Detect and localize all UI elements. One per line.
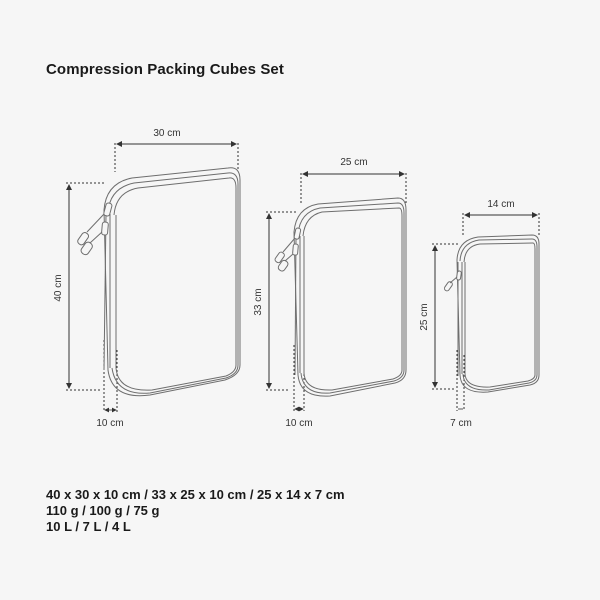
cube-small: 14 cm 25 cm 7 cm [419, 199, 540, 429]
height-dimension-large [66, 182, 106, 391]
height-dimension-small [432, 243, 460, 390]
width-dimension-large [114, 141, 239, 172]
width-label-medium: 25 cm [340, 157, 367, 168]
height-label-small: 25 cm [419, 303, 430, 330]
page-title: Compression Packing Cubes Set [46, 61, 284, 78]
cube-outline-large [103, 167, 241, 397]
specs-weights: 110 g / 100 g / 75 g [46, 503, 160, 518]
cube-outline-small [456, 234, 540, 393]
cube-outline-medium [293, 197, 407, 397]
cube-medium: 25 cm 33 cm 10 cm [253, 157, 407, 429]
zipper-pull-icon [443, 270, 462, 292]
depth-dimension-small [456, 350, 465, 411]
width-dimension-medium [300, 171, 407, 205]
width-label-small: 14 cm [487, 199, 514, 210]
cube-large: 30 cm 40 cm 10 cm [53, 128, 241, 429]
width-dimension-small [462, 212, 540, 236]
specs-dimensions: 40 x 30 x 10 cm / 33 x 25 x 10 cm / 25 x… [46, 487, 345, 502]
depth-label-large: 10 cm [96, 418, 123, 429]
depth-dimension-medium [293, 345, 305, 412]
specs-block: 40 x 30 x 10 cm / 33 x 25 x 10 cm / 25 x… [46, 487, 345, 535]
depth-label-medium: 10 cm [285, 418, 312, 429]
height-dimension-medium [266, 211, 296, 391]
width-label-large: 30 cm [153, 128, 180, 139]
zipper-pull-icon [77, 202, 113, 256]
specs-volumes: 10 L / 7 L / 4 L [46, 519, 131, 534]
zipper-pull-icon [274, 227, 302, 272]
height-label-medium: 33 cm [253, 288, 264, 315]
depth-label-small: 7 cm [450, 418, 472, 429]
height-label-large: 40 cm [53, 274, 64, 301]
